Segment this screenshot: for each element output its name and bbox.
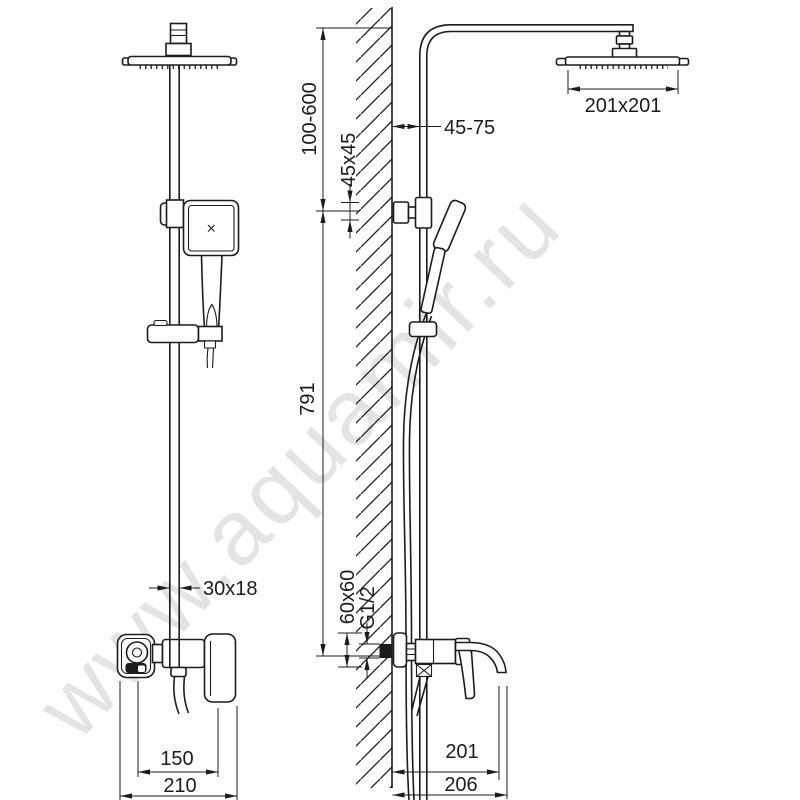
- nozzle-ticks-front: [137, 65, 222, 69]
- dim-spout-reach: 201: [392, 686, 500, 780]
- svg-text:45-75: 45-75: [444, 117, 495, 139]
- escutcheon-side: [392, 632, 408, 668]
- wall-bracket-side: [392, 196, 433, 229]
- ball-joint-side: [615, 35, 634, 45]
- bracket-mount: [392, 201, 410, 224]
- hand-shower-front: [146, 199, 240, 369]
- hose-stub-front: [206, 347, 215, 369]
- rain-shower-head-side: [555, 30, 690, 69]
- svg-text:100-600: 100-600: [299, 82, 321, 155]
- mixer-handle-plate: [203, 633, 237, 703]
- wall-hatching: [356, 8, 392, 788]
- hose-nut-front: [170, 666, 187, 678]
- slider-ring-side: [408, 321, 438, 338]
- nozzle-ticks-side: [578, 65, 668, 69]
- dim-rain-head-size: 201x201: [567, 70, 679, 117]
- svg-text:G1/2: G1/2: [357, 586, 379, 629]
- dim-escutcheon-size: 60x60: [337, 570, 362, 668]
- dim-inlet-centers: 150: [137, 681, 219, 777]
- dim-wall-bracket-size: 45x45: [338, 133, 360, 239]
- svg-text:210: 210: [163, 775, 196, 797]
- mixer-left-connector: [151, 643, 164, 664]
- soap-dish-front: [146, 324, 200, 344]
- svg-text:201x201: 201x201: [585, 95, 662, 117]
- front-view: [116, 22, 240, 715]
- dim-spout-total-reach: 206: [392, 686, 508, 799]
- dimensions-layer: 100-600 791 45x45 45-75 201x201: [119, 27, 679, 800]
- mixer-hose-front: [170, 666, 190, 715]
- hand-shower-handle-front: [200, 255, 223, 330]
- connector-flange-front: [165, 42, 192, 57]
- dim-mixer-width: 210: [119, 681, 238, 800]
- mixer-body-side: [414, 638, 457, 665]
- rain-head-plate-side: [564, 56, 681, 66]
- mixer-lever-side: [457, 646, 476, 700]
- spray-center-mark: [207, 224, 215, 232]
- dim-overhead-arm-height: 100-600: [299, 27, 391, 212]
- riser-pipe-side: [419, 24, 634, 800]
- svg-text:60x60: 60x60: [337, 570, 359, 625]
- dim-inlet-thread: G1/2: [357, 586, 380, 679]
- svg-text:206: 206: [444, 774, 477, 796]
- dim-riser-profile: 30x18: [149, 578, 258, 600]
- svg-text:201: 201: [445, 741, 478, 763]
- mixer-center-body: [161, 638, 206, 669]
- slider-block-front: [165, 199, 185, 229]
- ceiling-connector-front: [169, 22, 188, 45]
- svg-text:150: 150: [160, 748, 193, 770]
- hand-shower-handle-side: [420, 246, 446, 315]
- rain-shower-head-front: [121, 22, 238, 69]
- wall-section: [356, 7, 393, 788]
- riser-pipe-front: [169, 65, 180, 668]
- handle-socket-front: [197, 325, 223, 342]
- dim-riser-wall-distance: 45-75: [392, 117, 495, 139]
- shower-hose-side: [402, 313, 433, 800]
- mixer-side: [379, 632, 507, 717]
- svg-text:45x45: 45x45: [338, 133, 360, 188]
- handle-detail: [205, 303, 218, 330]
- inlet-connection: [379, 644, 392, 658]
- svg-text:791: 791: [297, 382, 319, 415]
- hand-shower-side: [408, 199, 467, 338]
- inlet-nut: [405, 642, 417, 662]
- bracket-clamp: [414, 196, 433, 229]
- rain-head-plate-front: [127, 55, 232, 66]
- svg-text:30x18: 30x18: [203, 578, 258, 600]
- spout-side: [454, 641, 507, 674]
- side-view: [356, 7, 690, 800]
